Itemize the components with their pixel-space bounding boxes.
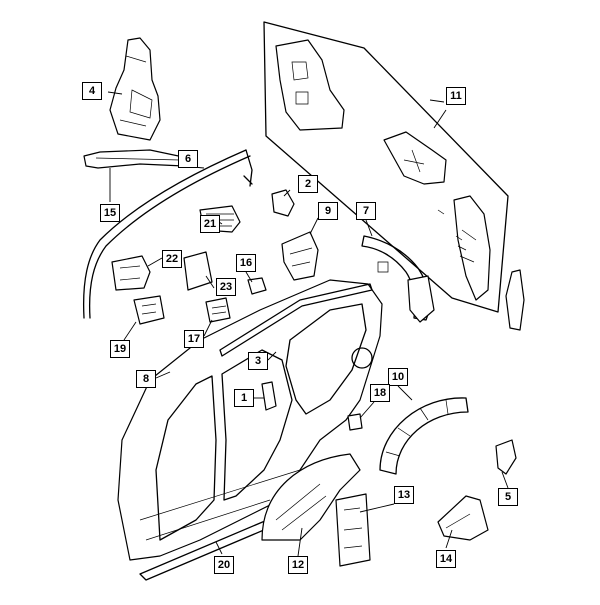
group-11-outline bbox=[263, 21, 509, 313]
callout-13[interactable]: 13 bbox=[394, 486, 414, 504]
callout-14[interactable]: 14 bbox=[436, 550, 456, 568]
part-10-drawing bbox=[379, 397, 469, 475]
callout-10[interactable]: 10 bbox=[388, 368, 408, 386]
part-9-drawing bbox=[281, 231, 319, 281]
callout-18[interactable]: 18 bbox=[370, 384, 390, 402]
part-17-drawing bbox=[205, 297, 231, 323]
callout-19[interactable]: 19 bbox=[110, 340, 130, 358]
part-14-drawing bbox=[437, 495, 489, 541]
part-11-drawing bbox=[275, 39, 491, 301]
callout-12[interactable]: 12 bbox=[288, 556, 308, 574]
callout-20[interactable]: 20 bbox=[214, 556, 234, 574]
part-4-drawing bbox=[109, 37, 161, 141]
part-22-drawing bbox=[111, 255, 151, 291]
part-1-drawing bbox=[261, 381, 277, 411]
leader-lines bbox=[107, 91, 509, 557]
callout-9[interactable]: 9 bbox=[318, 202, 338, 220]
part-8-drawing bbox=[117, 279, 383, 561]
part-6-drawing bbox=[82, 149, 253, 319]
part-7-drawing bbox=[361, 235, 435, 323]
callout-3[interactable]: 3 bbox=[248, 352, 268, 370]
callout-5[interactable]: 5 bbox=[498, 488, 518, 506]
callout-6[interactable]: 6 bbox=[178, 150, 198, 168]
callout-4[interactable]: 4 bbox=[82, 82, 102, 100]
callout-22[interactable]: 22 bbox=[162, 250, 182, 268]
part-19-drawing bbox=[133, 295, 165, 325]
part-12-drawing bbox=[261, 453, 361, 541]
part-16-drawing bbox=[247, 277, 267, 295]
callout-8[interactable]: 8 bbox=[136, 370, 156, 388]
callout-15[interactable]: 15 bbox=[100, 204, 120, 222]
callout-2[interactable]: 2 bbox=[298, 175, 318, 193]
callout-21[interactable]: 21 bbox=[200, 215, 220, 233]
callout-16[interactable]: 16 bbox=[236, 254, 256, 272]
part-23-drawing bbox=[183, 251, 213, 291]
callout-1[interactable]: 1 bbox=[234, 389, 254, 407]
callout-17[interactable]: 17 bbox=[184, 330, 204, 348]
part-3-drawing bbox=[219, 283, 373, 357]
part-13-drawing bbox=[335, 493, 371, 567]
part-18-drawing bbox=[347, 413, 363, 431]
callout-11[interactable]: 11 bbox=[446, 87, 466, 105]
part-15-drawing bbox=[83, 149, 189, 169]
callout-23[interactable]: 23 bbox=[216, 278, 236, 296]
part-2-drawing bbox=[271, 189, 295, 217]
callout-7[interactable]: 7 bbox=[356, 202, 376, 220]
part-5-drawing bbox=[495, 269, 525, 475]
